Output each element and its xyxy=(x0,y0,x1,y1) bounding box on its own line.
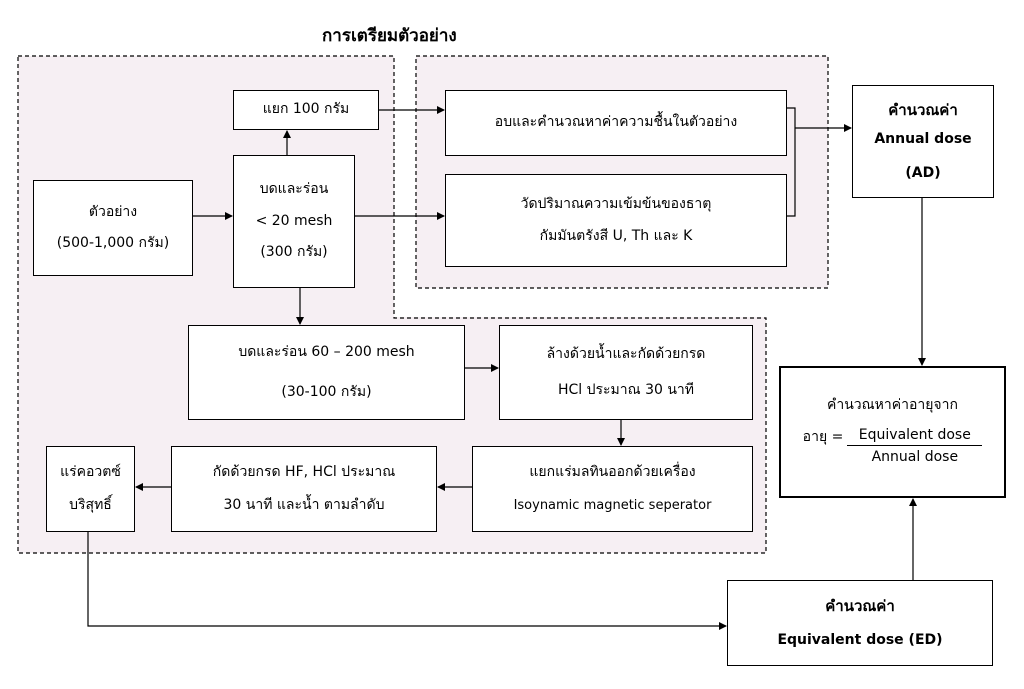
quartz-line1: แร่คอวตซ์ xyxy=(60,463,121,480)
annual-dose-label: คำนวณค่า xyxy=(888,100,958,119)
sample-label: ตัวอย่าง xyxy=(88,203,138,220)
crush-20-mesh-box: บดและร่อน < 20 mesh (300 กรัม) xyxy=(233,155,355,288)
section-title: การเตรียมตัวอย่าง xyxy=(322,26,457,46)
radiometric-line2: กัมมันตรังสี U, Th และ K xyxy=(539,227,693,244)
hf-etch-line1: กัดด้วยกรด HF, HCl ประมาณ xyxy=(212,463,396,480)
annual-dose-abbr: (AD) xyxy=(905,164,941,181)
crush-60-200-box: บดและร่อน 60 – 200 mesh (30-100 กรัม) xyxy=(188,325,465,420)
pure-quartz-box: แร่คอวตซ์ บริสุทธิ์ xyxy=(46,446,135,532)
moisture-box: อบและคำนวณหาค่าความชื้นในตัวอย่าง xyxy=(445,90,787,156)
bracket-to-annual-dose xyxy=(787,107,796,217)
equivalent-dose-label: คำนวณค่า xyxy=(825,596,895,615)
age-lhs: อายุ = xyxy=(802,429,844,445)
age-formula: อายุ = Equivalent dose Annual dose xyxy=(803,427,983,467)
magnetic-separation-box: แยกแร่มลทินออกด้วยเครื่อง Isoynamic magn… xyxy=(472,446,753,532)
crush-20-weight: (300 กรัม) xyxy=(260,244,328,261)
magnetic-label: แยกแร่มลทินออกด้วยเครื่อง xyxy=(529,464,696,481)
arrow-quartz-to-equiv-dose xyxy=(87,532,727,630)
crush-20-label: บดและร่อน xyxy=(259,181,329,198)
radiometric-line1: วัดปริมาณความเข้มข้นของธาตุ xyxy=(520,196,712,212)
hf-etch-line2: 30 นาที และน้ำ ตามลำดับ xyxy=(223,497,385,513)
age-denominator: Annual dose xyxy=(871,449,959,466)
age-calculation-box: คำนวณหาค่าอายุจาก อายุ = Equivalent dose… xyxy=(779,366,1006,498)
sample-weight: (500-1,000 กรัม) xyxy=(56,235,170,251)
crush-60-weight: (30-100 กรัม) xyxy=(281,383,372,400)
wash-hcl-box: ล้างด้วยน้ำและกัดด้วยกรด HCl ประมาณ 30 น… xyxy=(499,325,753,420)
age-fraction: Equivalent dose Annual dose xyxy=(847,426,983,467)
split-100-box: แยก 100 กรัม xyxy=(233,90,379,130)
moisture-label: อบและคำนวณหาค่าความชื้นในตัวอย่าง xyxy=(494,114,738,131)
wash-duration: HCl ประมาณ 30 นาที xyxy=(557,381,695,398)
magnetic-device: Isoynamic magnetic seperator xyxy=(513,497,712,513)
wash-label: ล้างด้วยน้ำและกัดด้วยกรด xyxy=(546,346,706,362)
crush-20-mesh: < 20 mesh xyxy=(255,212,333,229)
age-label: คำนวณหาค่าอายุจาก xyxy=(827,397,958,414)
fraction-bar xyxy=(847,445,983,447)
quartz-line2: บริสุทธิ์ xyxy=(69,497,112,513)
age-numerator: Equivalent dose xyxy=(858,426,971,443)
annual-dose-box: คำนวณค่า Annual dose (AD) xyxy=(852,85,994,198)
equivalent-dose-name: Equivalent dose (ED) xyxy=(777,631,943,648)
annual-dose-name: Annual dose xyxy=(874,131,972,148)
sample-box: ตัวอย่าง (500-1,000 กรัม) xyxy=(33,180,193,276)
equivalent-dose-box: คำนวณค่า Equivalent dose (ED) xyxy=(727,580,993,666)
crush-60-label: บดและร่อน 60 – 200 mesh xyxy=(238,344,415,360)
split-100-label: แยก 100 กรัม xyxy=(262,101,350,118)
radiometric-box: วัดปริมาณความเข้มข้นของธาตุ กัมมันตรังสี… xyxy=(445,174,787,267)
hf-etch-box: กัดด้วยกรด HF, HCl ประมาณ 30 นาที และน้ำ… xyxy=(171,446,437,532)
